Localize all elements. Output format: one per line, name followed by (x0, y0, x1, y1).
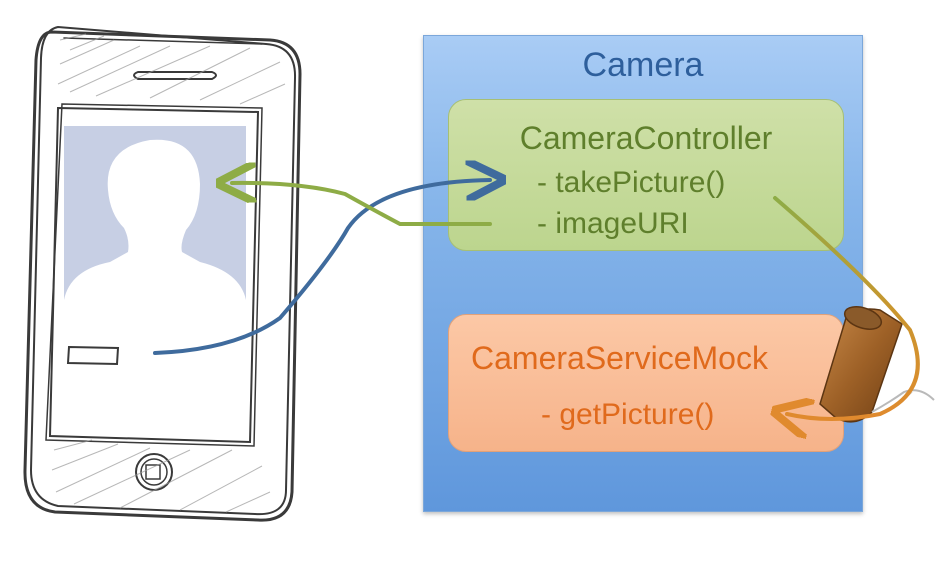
green-arrow (232, 183, 492, 226)
camera-controller-title: CameraController (519, 120, 773, 156)
camera-service-mock-box: CameraServiceMock - getPicture() (448, 314, 844, 452)
get-picture-method: - getPicture() (541, 398, 715, 431)
orange-arrow (775, 196, 920, 419)
camera-controller-box: CameraController - takePicture() - image… (448, 99, 844, 251)
camera-module: Camera CameraController - takePicture() … (423, 35, 863, 512)
blue-arrow (153, 180, 490, 355)
take-picture-method: - takePicture() (537, 166, 726, 199)
camera-service-mock-title: CameraServiceMock (471, 340, 768, 376)
image-uri-property: - imageURI (537, 207, 689, 240)
camera-title: Camera (582, 46, 704, 84)
